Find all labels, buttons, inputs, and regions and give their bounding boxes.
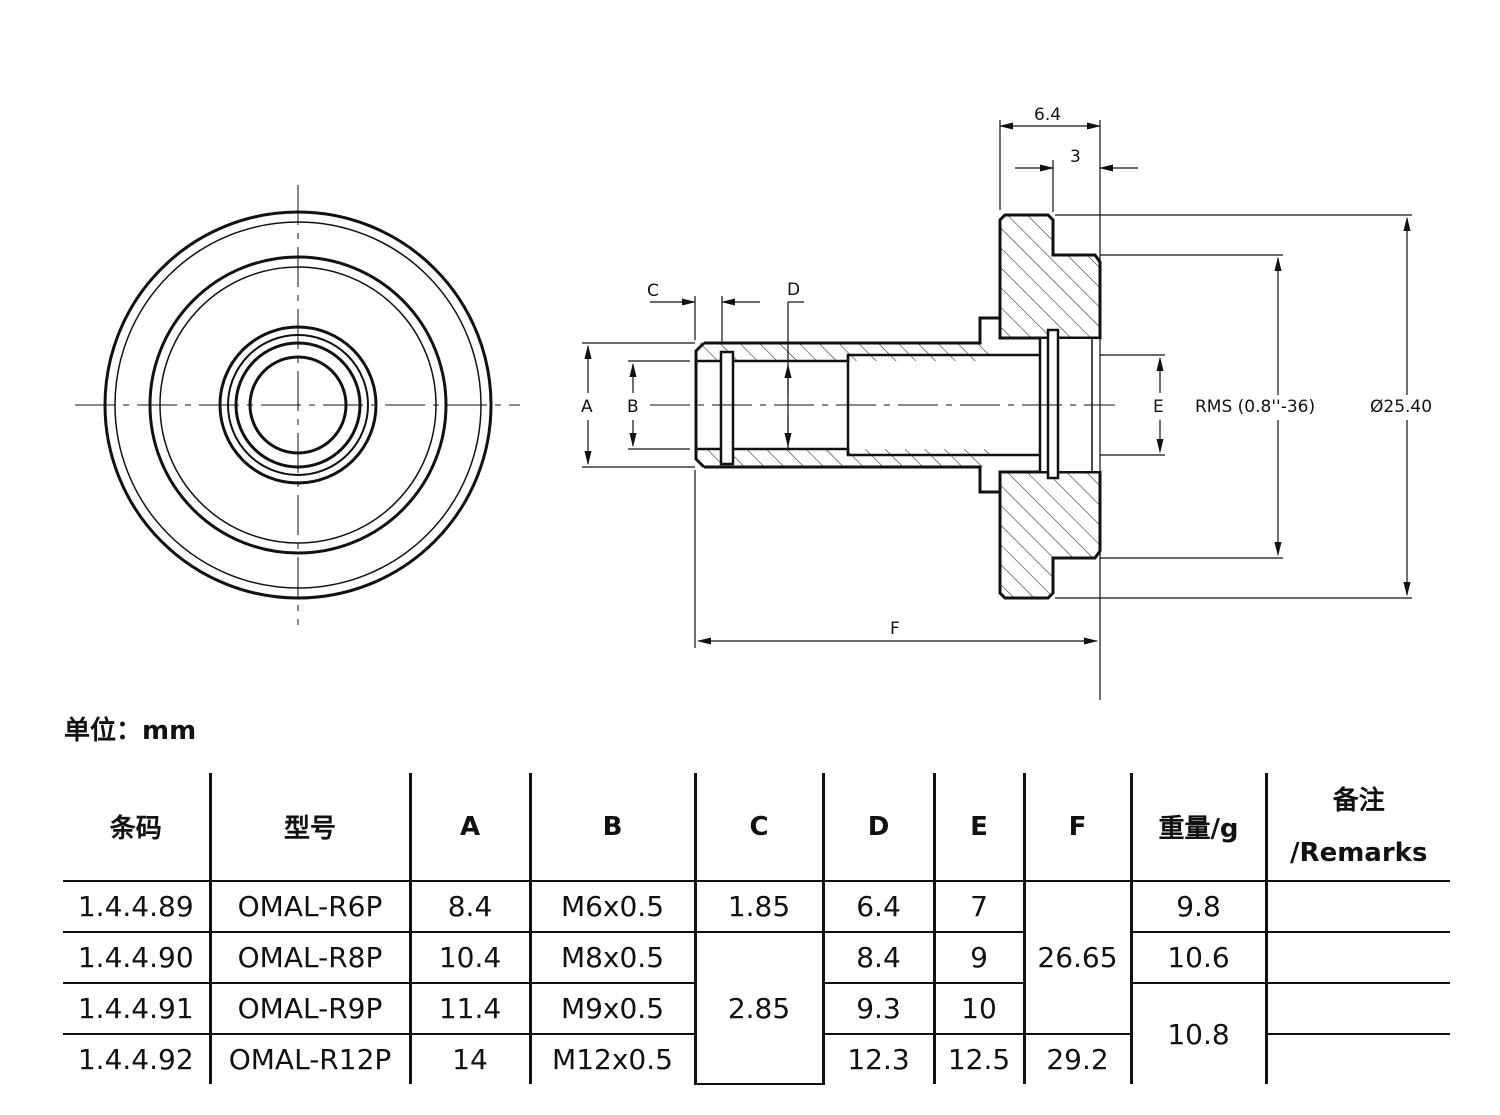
dim-C: C — [647, 281, 659, 301]
header-B: B — [530, 773, 697, 882]
cell-model: OMAL-R6P — [210, 881, 412, 933]
cell-C: 1.85 — [695, 881, 825, 933]
table-row: 1.4.4.92 OMAL-R12P 14 M12x0.5 12.3 12.5 … — [63, 1034, 1450, 1084]
cell-code: 1.4.4.91 — [63, 983, 212, 1035]
cell-A: 11.4 — [410, 983, 532, 1035]
dim-6-4: 6.4 — [1034, 105, 1061, 125]
cell-B: M8x0.5 — [530, 932, 697, 984]
cell-weight: 10.8 — [1131, 983, 1268, 1084]
cell-remarks — [1266, 983, 1450, 1035]
header-model: 型号 — [210, 773, 412, 882]
cell-code: 1.4.4.89 — [63, 881, 212, 933]
cell-B: M6x0.5 — [530, 881, 697, 933]
dimension-labels: 6.4 3 A B C D E F RMS (0.8''-36) Ø25.40 — [581, 105, 1432, 639]
front-view — [75, 185, 520, 625]
cell-D: 8.4 — [823, 932, 936, 984]
dim-F: F — [890, 619, 900, 639]
table-row: 1.4.4.91 OMAL-R9P 11.4 M9x0.5 9.3 10 10.… — [63, 983, 1450, 1084]
section-view — [650, 213, 1115, 600]
cell-B: M12x0.5 — [530, 1034, 697, 1084]
cell-code: 1.4.4.92 — [63, 1034, 212, 1084]
dim-diameter: Ø25.40 — [1370, 397, 1432, 417]
header-code: 条码 — [63, 773, 212, 882]
cell-model: OMAL-R9P — [210, 983, 412, 1035]
cell-F: 29.2 — [1024, 1034, 1133, 1084]
dimension-lines — [582, 120, 1412, 700]
header-F: F — [1024, 773, 1133, 882]
dim-D: D — [787, 280, 800, 300]
cell-model: OMAL-R8P — [210, 932, 412, 984]
cell-D: 12.3 — [823, 1034, 936, 1084]
header-A: A — [410, 773, 532, 882]
cell-model: OMAL-R12P — [210, 1034, 412, 1084]
header-remarks: 备注 /Remarks — [1266, 773, 1450, 882]
dim-B: B — [627, 397, 639, 417]
header-weight: 重量/g — [1131, 773, 1268, 882]
cell-remarks — [1266, 1034, 1450, 1084]
cell-D: 6.4 — [823, 881, 936, 933]
cell-E: 9 — [934, 932, 1026, 984]
table-row: 1.4.4.90 OMAL-R8P 10.4 M8x0.5 2.85 8.4 9… — [63, 932, 1450, 1085]
cell-E: 7 — [934, 881, 1026, 933]
cell-A: 14 — [410, 1034, 532, 1084]
cell-F: 26.65 — [1024, 881, 1133, 1035]
cell-weight: 9.8 — [1131, 881, 1268, 933]
cell-D: 9.3 — [823, 983, 936, 1035]
table-header-row: 条码 型号 A B C D E F 重量/g 备注 /Remarks — [63, 773, 1450, 882]
technical-drawing: 6.4 3 A B C D E F RMS (0.8''-36) Ø25.40 — [75, 105, 1432, 700]
cell-remarks — [1266, 881, 1450, 933]
spec-table: 条码 型号 A B C D E F 重量/g 备注 /Remarks 1.4.4… — [63, 773, 1450, 1085]
dim-A: A — [581, 397, 593, 417]
cell-C: 2.85 — [695, 932, 825, 1085]
dim-3: 3 — [1070, 147, 1081, 167]
cell-E: 10 — [934, 983, 1026, 1035]
header-C: C — [695, 773, 825, 882]
header-D: D — [823, 773, 936, 882]
cell-weight: 10.6 — [1131, 932, 1268, 984]
cell-E: 12.5 — [934, 1034, 1026, 1084]
cell-B: M9x0.5 — [530, 983, 697, 1035]
dim-E: E — [1153, 397, 1164, 417]
table-row: 1.4.4.89 OMAL-R6P 8.4 M6x0.5 1.85 6.4 7 … — [63, 881, 1450, 1035]
cell-A: 8.4 — [410, 881, 532, 933]
header-E: E — [934, 773, 1026, 882]
unit-label: 单位：mm — [64, 716, 197, 746]
dim-rms-thread: RMS (0.8''-36) — [1195, 397, 1315, 417]
cell-code: 1.4.4.90 — [63, 932, 212, 984]
cell-A: 10.4 — [410, 932, 532, 984]
cell-remarks — [1266, 932, 1450, 984]
